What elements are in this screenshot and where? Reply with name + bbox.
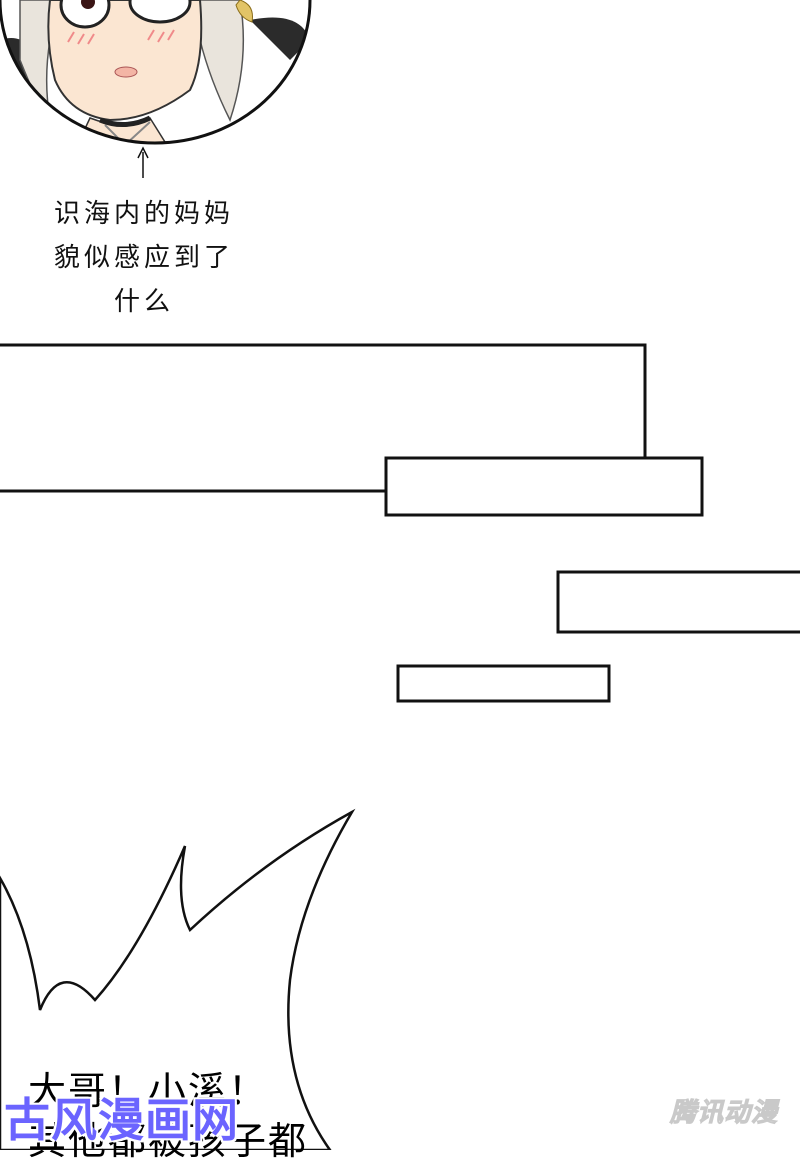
shout-line: 大哥！小溪！ [28, 1069, 269, 1113]
panel-box-3 [396, 664, 611, 703]
character-portrait [0, 0, 310, 143]
caption-line: 识海内的妈妈 [53, 199, 234, 229]
panel-box-1 [384, 456, 704, 517]
caption-line: 貌似感应到了 [53, 243, 234, 273]
narration-caption: 识海内的妈妈 貌似感应到了 什么 [24, 192, 264, 324]
pointer-arrow [137, 146, 149, 178]
portrait-border [0, 0, 312, 145]
watermark-right: 腾讯动漫 [669, 1098, 778, 1129]
caption-line: 什么 [113, 287, 174, 317]
shout-bubble [0, 808, 356, 1150]
watermark-left: 古风漫画网 [4, 1093, 239, 1147]
panel-box-2 [556, 570, 800, 634]
panel-frame-large [0, 343, 647, 458]
